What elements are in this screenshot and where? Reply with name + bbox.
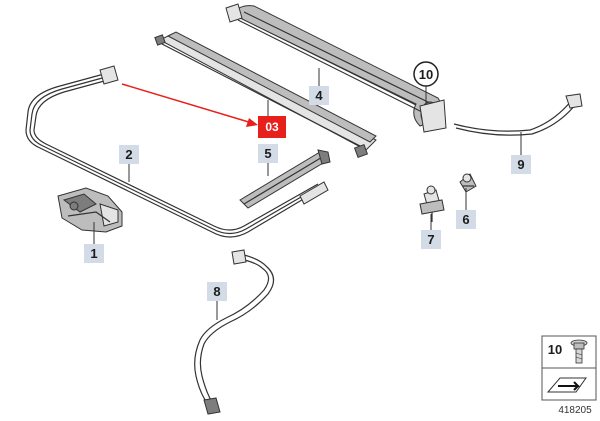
label-10-text: 10	[419, 67, 433, 82]
label-9-text: 9	[517, 157, 524, 172]
part-5-seal-strip[interactable]	[239, 149, 331, 209]
part-3-guide-rail[interactable]	[154, 31, 377, 159]
label-8[interactable]: 8	[207, 282, 227, 301]
part-2-frame-seal[interactable]	[25, 65, 329, 238]
screw-bolt-icon	[570, 339, 588, 364]
label-1-text: 1	[90, 246, 97, 261]
label-9[interactable]: 9	[511, 155, 531, 174]
part-9-drain-hose[interactable]	[453, 93, 583, 136]
part-6-clip[interactable]	[459, 173, 477, 193]
label-7-text: 7	[427, 232, 434, 247]
part-7-clip[interactable]	[419, 185, 445, 222]
legend-box: 10	[541, 335, 597, 401]
label-4-text: 4	[315, 88, 323, 103]
part-4-sun-blind-roller[interactable]	[225, 3, 447, 133]
label-5-text: 5	[264, 146, 271, 161]
legend-number: 10	[548, 342, 562, 357]
label-4[interactable]: 4	[309, 86, 329, 105]
label-03-highlight[interactable]: 03	[258, 116, 286, 138]
label-7[interactable]: 7	[421, 230, 441, 249]
label-10[interactable]: 10	[413, 61, 439, 87]
highlight-arrow	[121, 83, 258, 127]
label-2-text: 2	[125, 147, 132, 162]
label-8-text: 8	[213, 284, 220, 299]
label-6-text: 6	[462, 212, 469, 227]
part-8-drain-hose[interactable]	[194, 249, 275, 415]
label-6[interactable]: 6	[456, 210, 476, 229]
leader-lines	[93, 68, 522, 320]
label-03-text: 03	[265, 120, 279, 134]
wrench-arrow-icon	[546, 377, 587, 393]
part-1-drive-motor[interactable]	[57, 187, 123, 233]
label-1[interactable]: 1	[84, 244, 104, 263]
label-5[interactable]: 5	[258, 144, 278, 163]
label-2[interactable]: 2	[119, 145, 139, 164]
diagram-id: 418205	[558, 405, 592, 416]
